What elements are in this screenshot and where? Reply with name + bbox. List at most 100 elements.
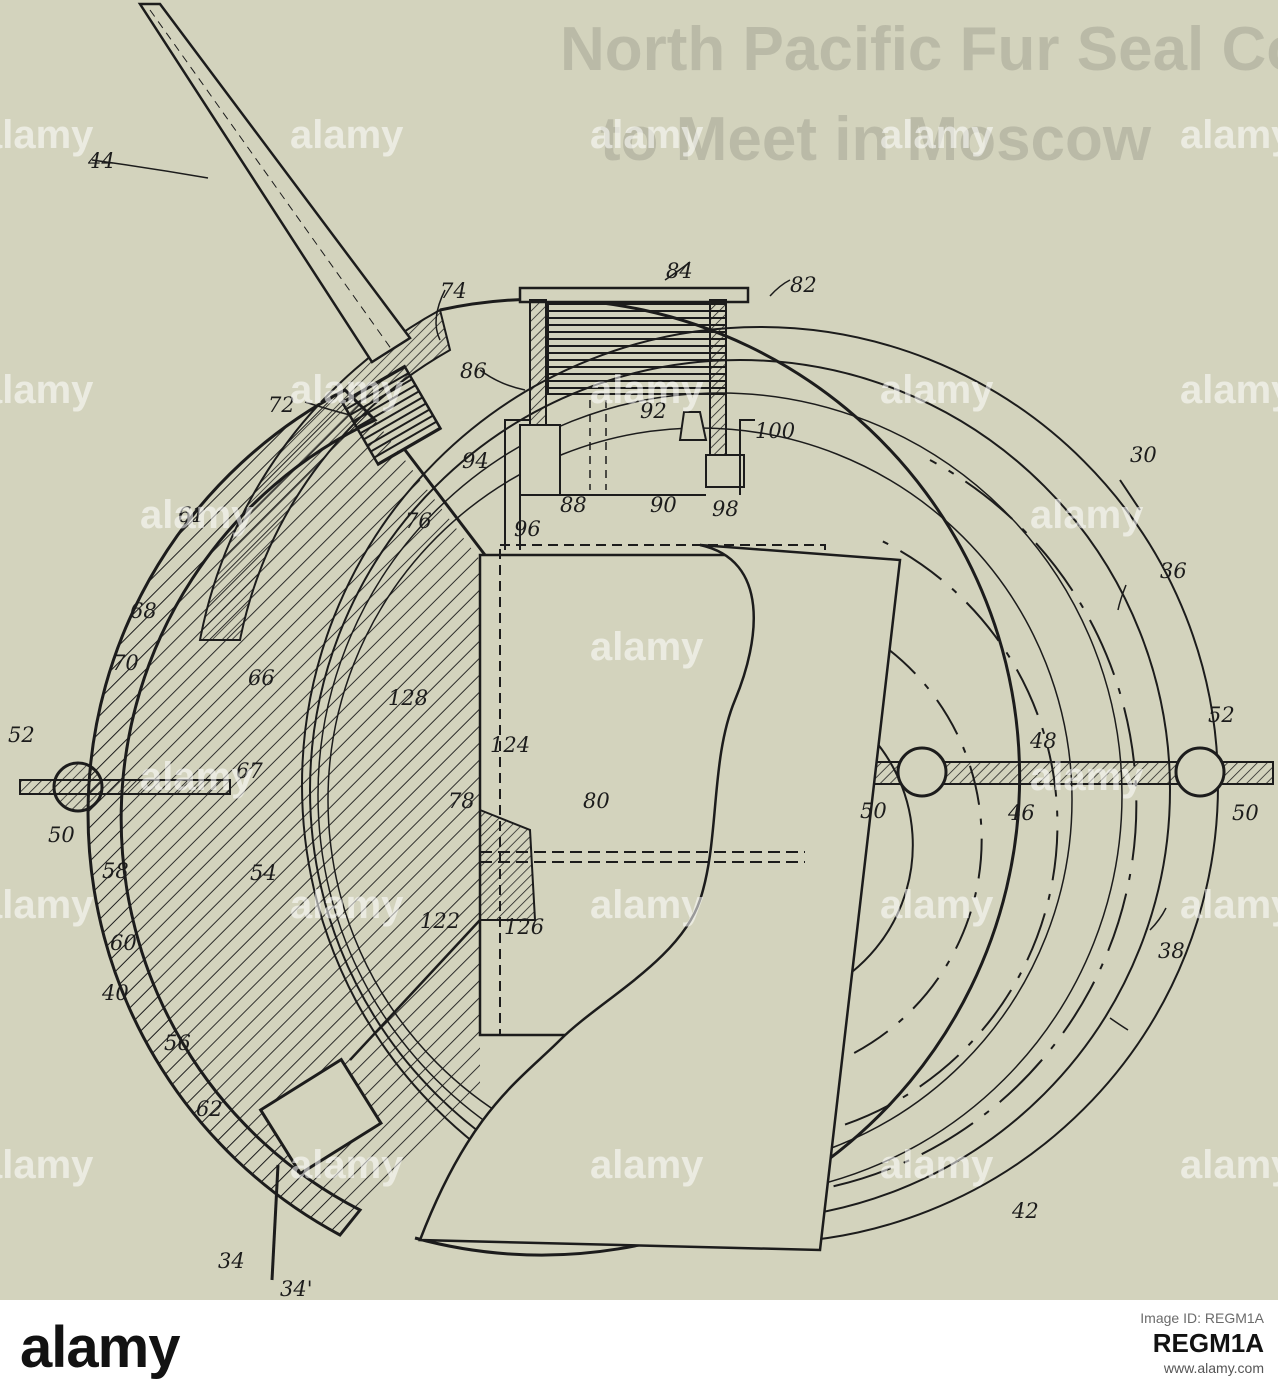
svg-text:alamy: alamy <box>590 368 704 412</box>
arrow-30 <box>1119 479 1141 511</box>
clamp-62 <box>258 1057 384 1176</box>
svg-text:56: 56 <box>164 1031 191 1055</box>
svg-text:30: 30 <box>1130 443 1157 467</box>
inner-arc-3 <box>639 619 983 1083</box>
svg-text:60: 60 <box>110 931 137 955</box>
watermarks: alamy alamy alamy alamy alamy alamy alam… <box>0 113 1278 1187</box>
roller-50-left <box>52 761 104 813</box>
interior-hatch <box>121 420 481 1210</box>
probe-34 <box>270 1164 280 1281</box>
svg-text:122: 122 <box>420 909 460 933</box>
svg-text:78: 78 <box>448 789 475 813</box>
svg-text:68: 68 <box>130 599 157 623</box>
svg-text:94: 94 <box>462 449 489 473</box>
svg-text:44: 44 <box>87 149 115 173</box>
bracket-78 <box>479 808 537 921</box>
inner-arc-2 <box>599 539 1059 1144</box>
svg-text:126: 126 <box>504 915 544 939</box>
svg-text:52: 52 <box>8 723 35 747</box>
svg-text:alamy: alamy <box>880 1143 994 1187</box>
svg-text:86: 86 <box>460 359 487 383</box>
connector-88 <box>519 424 561 496</box>
svg-text:36: 36 <box>1160 559 1187 583</box>
leader-lines <box>91 159 1167 1031</box>
drawing-canvas: North Pacific Fur Seal Commission to Mee… <box>0 2 1278 1300</box>
svg-text:50: 50 <box>860 799 887 823</box>
svg-text:80: 80 <box>583 789 610 813</box>
svg-text:alamy: alamy <box>880 113 994 157</box>
svg-text:124: 124 <box>490 733 530 757</box>
svg-text:alamy: alamy <box>1180 1143 1278 1187</box>
svg-text:34': 34' <box>280 1277 313 1300</box>
svg-text:alamy: alamy <box>0 368 94 412</box>
background-text-line1: North Pacific Fur Seal Commission <box>560 15 1278 84</box>
svg-text:128: 128 <box>388 686 428 710</box>
site-url: www.alamy.com <box>1163 1360 1264 1376</box>
svg-text:alamy: alamy <box>1180 113 1278 157</box>
svg-text:92: 92 <box>640 399 667 423</box>
footer-strip: alamy Image ID: REGM1A REGM1A www.alamy.… <box>0 1300 1278 1390</box>
roller-50-inner <box>896 746 948 798</box>
reference-numerals: 44 84 74 82 86 72 92 100 30 94 88 90 61 … <box>8 149 1259 1300</box>
svg-text:84: 84 <box>666 259 693 283</box>
svg-text:61: 61 <box>178 503 205 527</box>
svg-text:alamy: alamy <box>880 368 994 412</box>
svg-text:50: 50 <box>1232 801 1259 825</box>
svg-text:alamy: alamy <box>590 883 704 927</box>
svg-text:alamy: alamy <box>290 368 404 412</box>
post-82 <box>709 299 727 461</box>
svg-text:88: 88 <box>560 493 587 517</box>
svg-text:34: 34 <box>218 1249 245 1273</box>
antenna-cone-44 <box>137 2 412 364</box>
svg-text:42: 42 <box>1011 1199 1039 1223</box>
roller-50-right <box>1174 746 1226 798</box>
svg-text:alamy: alamy <box>140 493 254 537</box>
svg-text:38: 38 <box>1158 939 1185 963</box>
svg-text:alamy: alamy <box>1030 755 1144 799</box>
svg-text:100: 100 <box>755 419 795 443</box>
svg-text:40: 40 <box>101 981 129 1005</box>
svg-text:alamy: alamy <box>880 883 994 927</box>
svg-text:76: 76 <box>405 509 432 533</box>
svg-text:alamy: alamy <box>0 883 94 927</box>
svg-text:alamy: alamy <box>590 1143 704 1187</box>
lug-92 <box>678 411 708 441</box>
cutaway-edge <box>418 543 902 1252</box>
svg-text:54: 54 <box>250 861 277 885</box>
svg-text:74: 74 <box>440 279 467 303</box>
svg-text:alamy: alamy <box>1180 883 1278 927</box>
svg-text:90: 90 <box>650 493 677 517</box>
svg-text:48: 48 <box>1029 729 1057 753</box>
svg-text:70: 70 <box>112 651 139 675</box>
svg-text:67: 67 <box>236 759 263 783</box>
svg-text:66: 66 <box>248 666 275 690</box>
svg-text:82: 82 <box>790 273 817 297</box>
svg-text:58: 58 <box>102 859 129 883</box>
svg-text:alamy: alamy <box>290 883 404 927</box>
patent-drawing: North Pacific Fur Seal Commission to Mee… <box>0 0 1278 1300</box>
svg-text:alamy: alamy <box>590 113 704 157</box>
background-text-line2: to Meet in Moscow <box>600 105 1152 174</box>
svg-text:alamy: alamy <box>0 1143 94 1187</box>
svg-text:46: 46 <box>1007 801 1035 825</box>
svg-text:98: 98 <box>712 497 739 521</box>
image-id: REGM1A <box>1152 1328 1264 1358</box>
strut <box>349 919 481 1061</box>
svg-text:alamy: alamy <box>140 755 254 799</box>
wiring-94-100 <box>504 419 755 550</box>
svg-text:96: 96 <box>514 517 541 541</box>
svg-text:alamy: alamy <box>290 1143 404 1187</box>
svg-text:alamy: alamy <box>1180 368 1278 412</box>
svg-text:62: 62 <box>196 1097 223 1121</box>
footer-logo: alamy <box>20 1315 180 1380</box>
svg-text:alamy: alamy <box>590 625 704 669</box>
svg-text:72: 72 <box>268 393 295 417</box>
image-id-label: Image ID: REGM1A <box>1140 1310 1264 1326</box>
block-90 <box>705 454 745 488</box>
image-id-block: Image ID: REGM1A REGM1A <box>1114 1310 1264 1359</box>
lead-76 <box>403 449 487 556</box>
svg-text:50: 50 <box>48 823 75 847</box>
svg-text:alamy: alamy <box>290 113 404 157</box>
antenna-coil-72 <box>340 364 443 467</box>
